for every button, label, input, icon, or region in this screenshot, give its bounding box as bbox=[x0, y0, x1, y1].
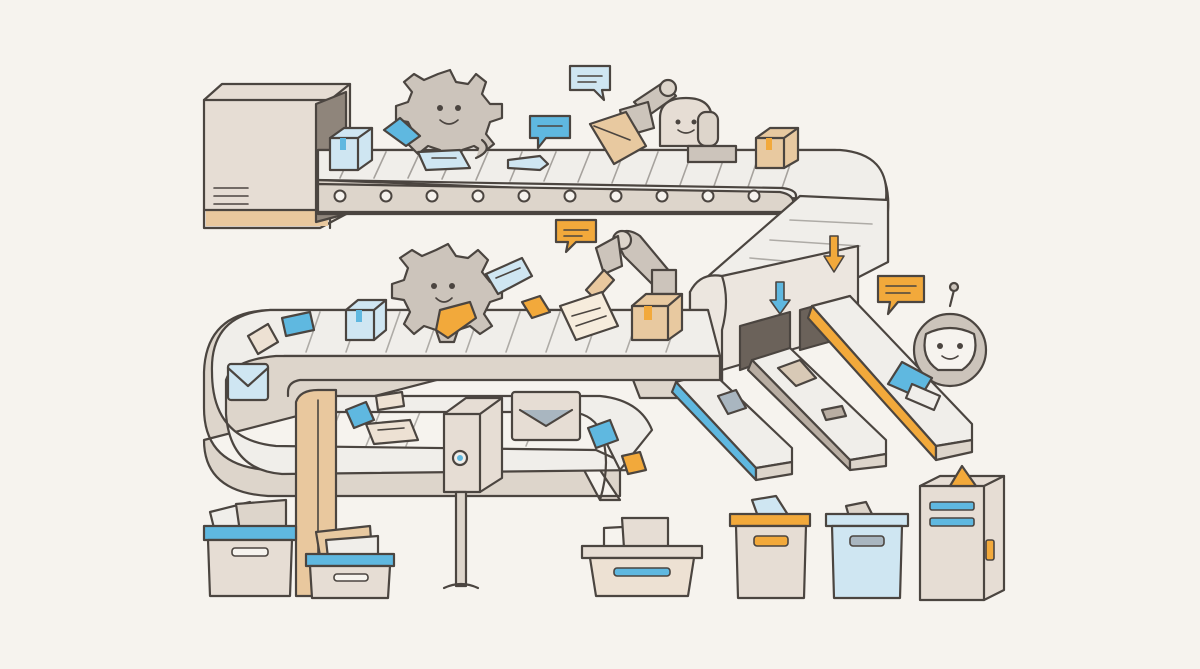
gear-robot-icon bbox=[390, 242, 534, 344]
storage-bin-icon bbox=[728, 494, 812, 600]
sorting-machine-icon bbox=[918, 464, 1006, 602]
storage-bin-icon bbox=[580, 516, 704, 598]
envelope-icon bbox=[226, 362, 270, 402]
storage-bin-icon bbox=[824, 500, 910, 600]
chat-bubble-icon bbox=[528, 114, 572, 150]
top-conveyor bbox=[316, 148, 890, 290]
price-tag-icon bbox=[344, 390, 406, 430]
robot-arm-icon bbox=[520, 229, 678, 342]
storage-bin-icon bbox=[202, 498, 298, 598]
price-tag-icon bbox=[506, 154, 550, 172]
chat-bubble-icon bbox=[554, 218, 598, 254]
chat-bubble-icon bbox=[568, 64, 612, 102]
gear-robot-icon bbox=[382, 68, 504, 172]
storage-bin-icon bbox=[304, 524, 396, 600]
scanner-post-icon bbox=[442, 396, 504, 590]
down-arrow-icon bbox=[769, 281, 791, 315]
price-tag-icon bbox=[246, 310, 316, 356]
envelope-icon bbox=[510, 390, 582, 442]
chat-bubble-icon bbox=[876, 274, 926, 316]
robot-arm-icon bbox=[588, 78, 738, 166]
price-tag-icon bbox=[586, 418, 648, 476]
cardboard-box-icon bbox=[328, 126, 374, 172]
round-robot-icon bbox=[886, 281, 988, 412]
cardboard-box-icon bbox=[754, 126, 800, 170]
blue-chute bbox=[670, 370, 794, 482]
down-arrow-icon bbox=[823, 235, 845, 273]
gray-chute bbox=[746, 346, 888, 472]
cardboard-box-icon bbox=[344, 298, 388, 342]
document-icon bbox=[364, 418, 420, 446]
cardboard-box-icon bbox=[630, 292, 684, 342]
